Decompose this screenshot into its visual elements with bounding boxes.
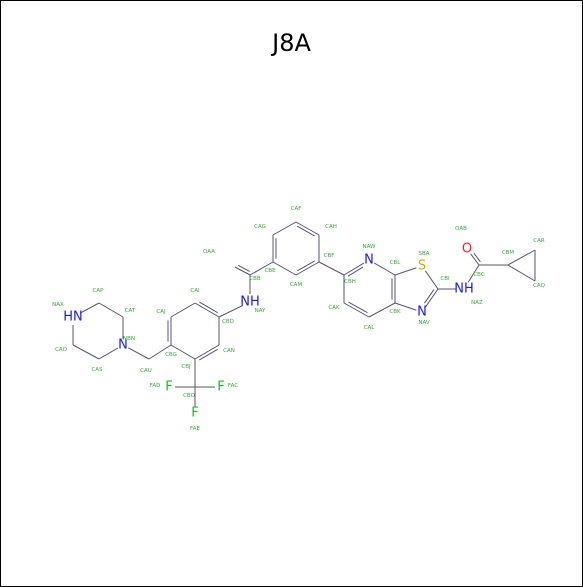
atom-symbol-fae: F bbox=[191, 406, 198, 421]
atom-label-cai: CAI bbox=[190, 288, 200, 294]
molecule-title: J8A bbox=[272, 29, 311, 57]
atom-symbol-nay: NH bbox=[240, 295, 260, 310]
atom-symbol-nbn: N bbox=[118, 338, 128, 353]
atom-label-cbe: CBE bbox=[264, 268, 276, 274]
bond-cbg-cbj bbox=[170, 344, 196, 360]
atom-label-cbf: CBF bbox=[324, 253, 335, 259]
atom-label-fac: FAC bbox=[228, 383, 238, 389]
atom-label-oab: OAB bbox=[455, 226, 467, 232]
atom-symbol-nax: HN bbox=[63, 310, 83, 325]
atom-label-nbn: NBN bbox=[123, 336, 135, 342]
atom-label-cam: CAM bbox=[290, 282, 303, 288]
atom-label-naz: NAZ bbox=[471, 300, 483, 306]
atom-label-naw: NAW bbox=[362, 244, 376, 250]
bond-cbd-cai bbox=[194, 302, 220, 318]
bond-caq-cbm bbox=[507, 264, 536, 282]
bond-cao-cas bbox=[72, 344, 100, 360]
atom-symbol-sba: S bbox=[418, 259, 426, 274]
bond-cbi-nav bbox=[425, 288, 439, 308]
atom-label-cap: CAP bbox=[93, 288, 105, 294]
atom-label-cak: CAK bbox=[328, 305, 340, 311]
bond-cal-cak-double bbox=[348, 301, 368, 314]
bond-layer bbox=[72, 221, 536, 407]
bond-sba-cbi bbox=[425, 270, 439, 290]
atom-label-fad: FAD bbox=[150, 383, 161, 389]
bond-cbm-car bbox=[507, 249, 536, 266]
atom-symbol-nav: N bbox=[417, 305, 427, 320]
bond-cbg-cau bbox=[148, 344, 172, 360]
atom-label-sba: SBA bbox=[418, 251, 429, 257]
bond-cbb-oaa-double bbox=[237, 264, 250, 272]
bond-caf-cah-double bbox=[297, 225, 316, 237]
atom-label-cbc: CBC bbox=[473, 272, 485, 278]
atom-symbol-naw: N bbox=[364, 253, 374, 268]
atom-label-cas: CAS bbox=[91, 367, 103, 373]
atom-label-cbh: CBH bbox=[344, 279, 356, 285]
bond-cbc-oab bbox=[470, 253, 480, 266]
atom-label-cbb: CBB bbox=[249, 276, 261, 282]
bond-cbf-cam bbox=[295, 261, 320, 276]
bond-nay-cbd bbox=[218, 305, 244, 318]
atom-label-oaa: OAA bbox=[203, 249, 215, 255]
atom-label-can: CAN bbox=[223, 348, 235, 354]
bond-cas-nbn bbox=[98, 347, 119, 360]
bond-cal-cak bbox=[343, 302, 370, 318]
atom-label-cbk: CBK bbox=[389, 309, 401, 315]
atom-symbol-oab: O bbox=[462, 242, 472, 257]
bond-cbk-cal bbox=[368, 302, 396, 318]
atom-label-cbg: CBG bbox=[165, 352, 177, 358]
atom-label-nav: NAV bbox=[418, 320, 430, 326]
bond-cbf-cam-double bbox=[297, 260, 316, 272]
atom-label-cao: CAO bbox=[55, 347, 68, 353]
bond-cag-caf bbox=[272, 221, 297, 236]
atom-label-cag: CAG bbox=[254, 224, 266, 230]
atom-label-cbj: CBJ bbox=[181, 364, 191, 370]
atom-label-caf: CAF bbox=[291, 206, 302, 212]
atom-symbol-fac: F bbox=[217, 380, 224, 395]
atom-symbol-naz: NH bbox=[454, 282, 474, 297]
atom-label-caq: CAQ bbox=[533, 283, 546, 289]
atom-label-car: CAR bbox=[533, 238, 545, 244]
bond-nav-cbk bbox=[394, 302, 417, 311]
bond-cau-nbn bbox=[128, 347, 150, 360]
bond-cbl-sba bbox=[394, 267, 417, 276]
atom-label-cbm: CBM bbox=[502, 250, 515, 256]
atom-label-nay: NAY bbox=[255, 308, 266, 314]
atom-label-cau: CAU bbox=[140, 368, 152, 374]
atom-label-caj: CAJ bbox=[156, 309, 166, 315]
atom-label-cbo: CBO bbox=[183, 393, 196, 399]
bond-cbj-can-double bbox=[199, 348, 218, 361]
bond-cam-cbe bbox=[272, 261, 297, 276]
atom-label-cah: CAH bbox=[325, 224, 337, 230]
bond-caf-cah bbox=[295, 221, 320, 236]
bond-cbi-nav-double bbox=[424, 289, 435, 304]
bond-cbe-cbb bbox=[249, 261, 274, 276]
atom-label-cbi: CBI bbox=[440, 276, 450, 282]
bond-naw-cbl bbox=[373, 262, 396, 276]
atom-layer: NH F F F N HN N S N NH O bbox=[63, 242, 474, 421]
bond-cbf-cbh bbox=[318, 261, 345, 276]
bond-cbh-naw-double bbox=[347, 266, 364, 277]
atom-label-cal: CAL bbox=[364, 325, 376, 331]
bond-cbj-can bbox=[194, 344, 220, 360]
bond-cap-nax bbox=[79, 302, 100, 314]
bond-cbh-naw bbox=[343, 262, 365, 276]
atom-symbol-fad: F bbox=[165, 380, 172, 395]
atom-label-cat: CAT bbox=[125, 308, 136, 314]
atom-label-nax: NAX bbox=[52, 302, 64, 308]
atom-label-cbd: CBD bbox=[222, 319, 234, 325]
atom-label-fae: FAE bbox=[190, 426, 200, 432]
bond-cai-caj bbox=[170, 302, 196, 318]
bond-cbd-cai-double bbox=[199, 301, 218, 314]
bond-cbc-oab-double bbox=[473, 253, 481, 263]
bond-cbb-oaa bbox=[234, 266, 251, 276]
bond-cat-cap bbox=[98, 302, 124, 318]
atom-label-cbl: CBL bbox=[390, 260, 402, 266]
bond-naz-cbc bbox=[467, 264, 480, 283]
